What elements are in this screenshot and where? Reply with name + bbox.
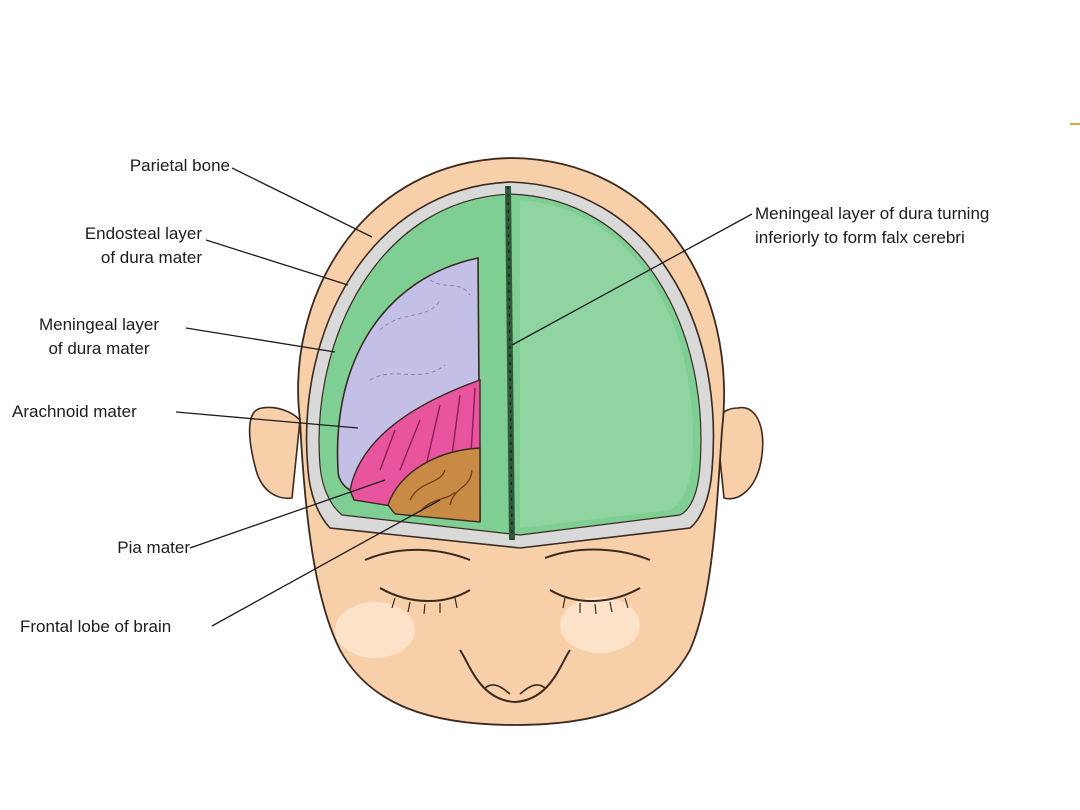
leader-pia bbox=[189, 479, 386, 549]
leader-falx bbox=[511, 213, 753, 346]
label-endosteal-line1: Endosteal layer bbox=[84, 224, 202, 243]
label-meningeal-line2: of dura mater bbox=[48, 339, 150, 358]
leader-lines bbox=[175, 167, 753, 627]
right-ear bbox=[715, 406, 764, 500]
arachnoid-texture bbox=[369, 279, 471, 421]
pia-gyri-lines bbox=[379, 387, 476, 471]
dura-right-highlight bbox=[520, 200, 693, 528]
label-meningeal-layer: Meningeal layer of dura mater bbox=[14, 313, 184, 361]
label-pia-mater: Pia mater bbox=[80, 536, 190, 560]
label-meningeal-line1: Meningeal layer bbox=[38, 315, 159, 334]
label-endosteal-line2: of dura mater bbox=[100, 248, 202, 267]
accent-tick bbox=[1070, 123, 1080, 125]
leader-frontal-lobe bbox=[211, 499, 441, 627]
label-arachnoid-text: Arachnoid mater bbox=[12, 402, 137, 421]
frontal-lobe-region bbox=[387, 447, 481, 523]
left-eye-closed bbox=[379, 587, 471, 602]
right-eye-closed bbox=[549, 587, 641, 602]
leader-endosteal bbox=[205, 239, 349, 286]
label-pia-text: Pia mater bbox=[117, 538, 190, 557]
leader-arachnoid bbox=[175, 411, 359, 429]
falx-cerebri-hatch bbox=[507, 185, 513, 541]
label-parietal-bone: Parietal bone bbox=[80, 154, 230, 178]
left-lashes bbox=[391, 597, 458, 615]
left-eyebrow bbox=[364, 548, 471, 561]
leader-parietal-bone bbox=[231, 167, 373, 238]
right-eyebrow bbox=[544, 548, 651, 561]
label-endosteal-layer: Endosteal layer of dura mater bbox=[30, 222, 202, 270]
label-arachnoid-mater: Arachnoid mater bbox=[12, 400, 177, 424]
right-cheek bbox=[560, 597, 640, 653]
label-frontal-lobe-text: Frontal lobe of brain bbox=[20, 617, 172, 636]
left-ear bbox=[248, 406, 301, 500]
label-falx-cerebri: Meningeal layer of dura turning inferior… bbox=[755, 202, 1060, 250]
leader-meningeal bbox=[185, 327, 336, 353]
nose bbox=[459, 649, 571, 704]
nostrils bbox=[484, 684, 546, 695]
label-parietal-bone-text: Parietal bone bbox=[129, 156, 230, 175]
right-lashes bbox=[562, 597, 629, 615]
left-cheek bbox=[335, 602, 415, 658]
label-falx-line1: Meningeal layer of dura turning bbox=[755, 204, 990, 223]
label-frontal-lobe: Frontal lobe of brain bbox=[20, 615, 215, 639]
label-falx-line2: inferiorly to form falx cerebri bbox=[755, 228, 965, 247]
